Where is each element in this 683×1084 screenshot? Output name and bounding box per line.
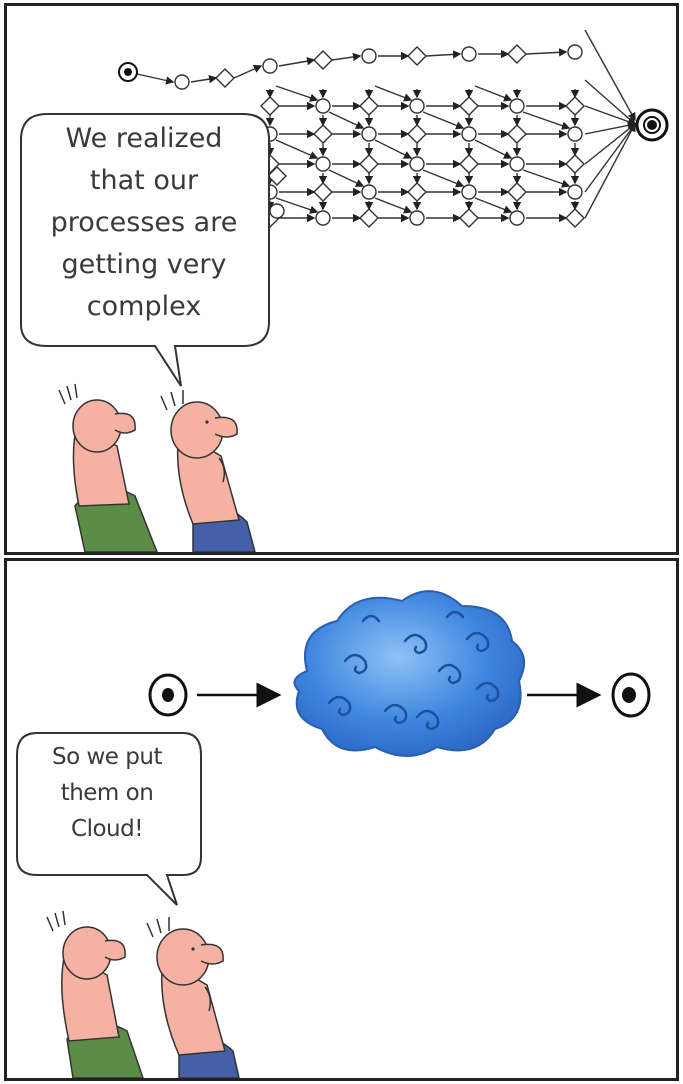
process-node <box>359 96 379 116</box>
process-node <box>507 124 527 144</box>
process-edge <box>425 50 462 59</box>
process-node <box>262 58 278 74</box>
character-right <box>146 917 240 1078</box>
start-node-icon <box>118 62 138 82</box>
process-edge <box>584 122 636 219</box>
speech-bubble-2-text: So we put them on Cloud! <box>52 744 162 842</box>
process-node <box>267 166 287 186</box>
process-node <box>215 68 235 88</box>
comic-panel-1: We realized that our processes are getti… <box>4 3 679 555</box>
process-node <box>174 74 190 90</box>
process-edge <box>525 48 568 57</box>
process-edge <box>474 197 513 214</box>
process-node <box>409 98 425 114</box>
process-edge <box>275 197 319 214</box>
end-node-icon <box>611 672 651 718</box>
process-node <box>509 210 525 226</box>
process-node <box>461 184 477 200</box>
process-node <box>409 156 425 172</box>
process-node <box>315 210 331 226</box>
process-node <box>509 156 525 172</box>
panel-2-artwork <box>16 590 651 1078</box>
process-edge <box>328 111 365 129</box>
process-node <box>461 126 477 142</box>
process-node <box>315 156 331 172</box>
process-edge <box>584 79 637 125</box>
process-edge <box>584 122 636 193</box>
panel-1-artwork <box>20 29 669 552</box>
process-node <box>459 96 479 116</box>
process-node <box>507 182 527 202</box>
process-edge <box>584 29 636 122</box>
speech-bubble-1-text: We realized that our processes are getti… <box>50 123 238 322</box>
process-node <box>509 98 525 114</box>
process-node <box>361 48 377 64</box>
end-node-icon <box>635 108 669 142</box>
process-edge <box>190 74 218 84</box>
process-node <box>565 208 585 228</box>
character-right <box>160 390 256 552</box>
process-edge <box>522 111 571 130</box>
process-node <box>461 46 477 62</box>
process-node <box>565 96 585 116</box>
process-edge <box>278 57 316 67</box>
character-left <box>58 383 158 552</box>
cloud-icon <box>293 590 526 757</box>
process-edge <box>331 52 362 62</box>
start-node-icon <box>148 673 188 717</box>
process-edge <box>422 111 465 130</box>
process-node <box>269 203 285 219</box>
process-edge <box>584 121 637 135</box>
process-node <box>567 44 583 60</box>
process-node <box>313 124 333 144</box>
process-edge <box>474 139 513 159</box>
process-edge <box>233 65 263 79</box>
process-node <box>565 154 585 174</box>
process-node <box>313 182 333 202</box>
process-edge <box>374 85 413 102</box>
process-node <box>409 210 425 226</box>
process-node <box>361 126 377 142</box>
process-node <box>359 208 379 228</box>
character-left <box>46 910 144 1078</box>
complex-process-diagram <box>136 29 637 228</box>
process-node <box>315 98 331 114</box>
comic-panel-2: So we put them on Cloud! <box>4 558 679 1081</box>
process-node <box>459 208 479 228</box>
process-node <box>361 184 377 200</box>
process-edge <box>474 85 513 102</box>
process-edge <box>374 197 413 214</box>
process-node <box>359 154 379 174</box>
process-edge <box>584 123 637 165</box>
speech-bubble-2 <box>16 732 202 906</box>
process-node <box>507 44 527 64</box>
process-node <box>260 96 280 116</box>
process-edge <box>275 139 319 160</box>
process-edge <box>374 139 413 159</box>
speech-bubble-1 <box>20 113 270 387</box>
process-node <box>567 184 583 200</box>
process-node <box>313 50 333 70</box>
process-node <box>407 124 427 144</box>
process-edge <box>136 73 175 85</box>
process-edge <box>275 85 319 102</box>
process-node <box>407 46 427 66</box>
process-node <box>407 182 427 202</box>
process-node <box>567 126 583 142</box>
process-edge <box>328 169 365 187</box>
process-edge <box>522 169 571 188</box>
process-edge <box>422 169 465 188</box>
process-node <box>459 154 479 174</box>
process-edge <box>584 105 637 126</box>
